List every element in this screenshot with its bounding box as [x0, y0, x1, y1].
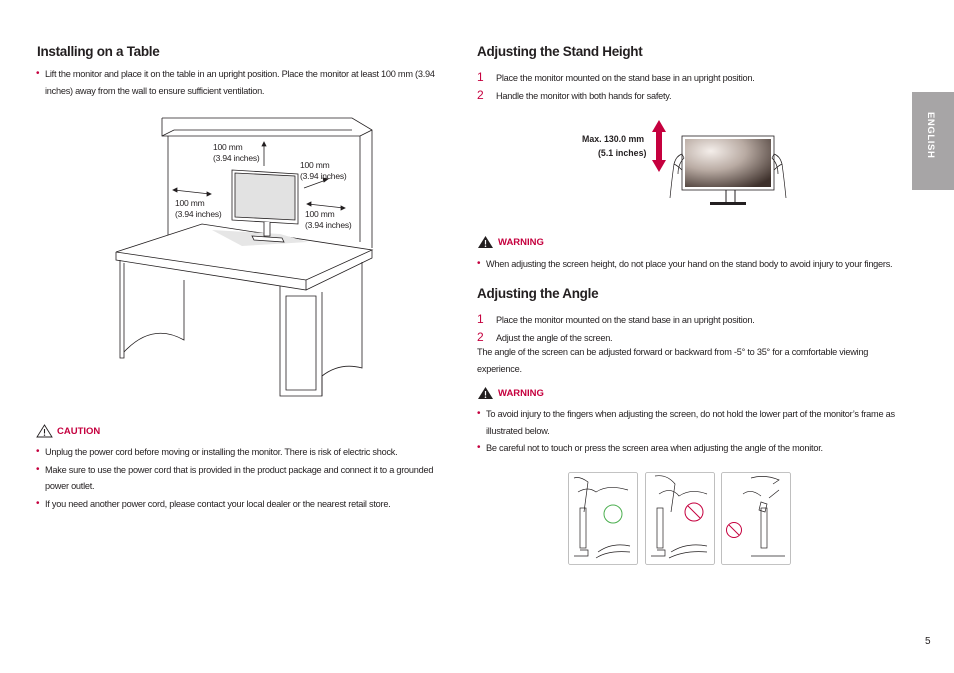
height-step-2: 2 Handle the monitor with both hands for…: [477, 88, 672, 102]
warning-list-1: When adjusting the screen height, do not…: [477, 256, 917, 274]
section-title-installing: Installing on a Table: [37, 44, 160, 59]
step-text: Adjust the angle of the screen.: [496, 333, 613, 343]
list-item: Lift the monitor and place it on the tab…: [36, 66, 446, 99]
warning-icon: [478, 387, 493, 399]
step-number: 1: [477, 70, 484, 84]
angle-note: The angle of the screen can be adjusted …: [477, 347, 869, 374]
table-installation-illustration: 100 mm (3.94 inches) 100 mm (3.94 inches…: [115, 117, 374, 397]
angle-step-2: 2 Adjust the angle of the screen.: [477, 330, 613, 344]
label-top-in: (3.94 inches): [213, 153, 260, 163]
label-left-mm: 100 mm: [175, 198, 205, 208]
step-number: 2: [477, 330, 484, 344]
list-item: Be careful not to touch or press the scr…: [477, 440, 895, 457]
warning-label: WARNING: [498, 236, 544, 248]
label-max-height: Max. 130.0 mm: [582, 134, 644, 144]
section-title-angle: Adjusting the Angle: [477, 286, 599, 301]
angle-wrong-illustration-2: [721, 472, 791, 565]
caution-label: CAUTION: [57, 425, 101, 437]
label-left-in: (3.94 inches): [175, 209, 222, 219]
list-item: To avoid injury to the fingers when adju…: [477, 406, 895, 439]
list-item: Make sure to use the power cord that is …: [36, 462, 454, 495]
height-step-1: 1 Place the monitor mounted on the stand…: [477, 70, 755, 84]
list-item: If you need another power cord, please c…: [36, 496, 454, 513]
angle-wrong-illustration-1: [645, 472, 715, 565]
intro-list: Lift the monitor and place it on the tab…: [36, 66, 446, 100]
caution-list: Unplug the power cord before moving or i…: [36, 444, 454, 513]
step-number: 2: [477, 88, 484, 102]
section-title-stand-height: Adjusting the Stand Height: [477, 44, 643, 59]
warning-notice-1: WARNING: [477, 235, 544, 249]
list-item: Unplug the power cord before moving or i…: [36, 444, 454, 461]
stand-height-illustration: Max. 130.0 mm (5.1 inches): [582, 120, 787, 205]
step-text: Handle the monitor with both hands for s…: [496, 91, 672, 101]
angle-correct-illustration: [568, 472, 638, 565]
caution-notice: CAUTION: [36, 424, 100, 438]
step-number: 1: [477, 312, 484, 326]
step-text: Place the monitor mounted on the stand b…: [496, 315, 755, 325]
label-right-lower-in: (3.94 inches): [305, 220, 352, 230]
warning-list-2: To avoid injury to the fingers when adju…: [477, 406, 895, 458]
warning-label: WARNING: [498, 387, 544, 399]
label-max-height-in: (5.1 inches): [598, 148, 646, 158]
language-tab: ENGLISH: [912, 92, 954, 190]
caution-icon: [36, 424, 53, 438]
label-right-lower-mm: 100 mm: [305, 209, 335, 219]
label-top-mm: 100 mm: [213, 142, 243, 152]
label-right-upper-mm: 100 mm: [300, 160, 330, 170]
warning-icon: [478, 236, 493, 248]
list-item: When adjusting the screen height, do not…: [477, 256, 917, 273]
page-number: 5: [925, 636, 931, 647]
angle-step-1: 1 Place the monitor mounted on the stand…: [477, 312, 755, 326]
step-text: Place the monitor mounted on the stand b…: [496, 73, 755, 83]
language-tab-label: ENGLISH: [925, 112, 936, 159]
warning-notice-2: WARNING: [477, 386, 544, 400]
label-right-upper-in: (3.94 inches): [300, 171, 347, 181]
